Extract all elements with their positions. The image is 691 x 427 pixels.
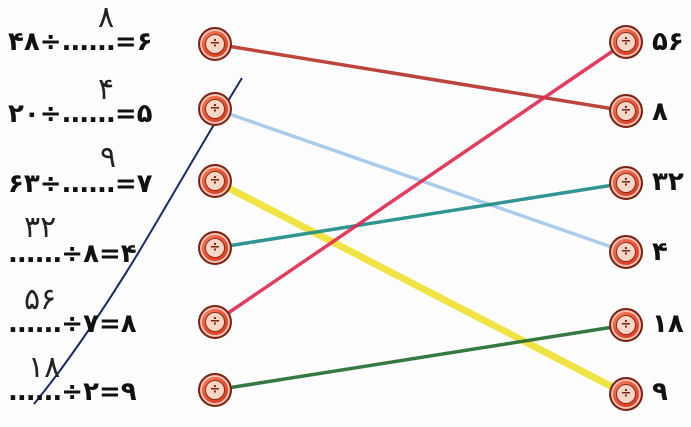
quotient: ۹ bbox=[120, 377, 137, 407]
handwritten-answer: ۱۸ bbox=[28, 350, 61, 385]
connection-line-6 bbox=[213, 323, 628, 392]
divide-icon: ÷ bbox=[205, 99, 225, 119]
quotient: ۸ bbox=[120, 309, 137, 339]
pen-stroke bbox=[33, 77, 243, 405]
divide-sign: ÷ bbox=[39, 27, 62, 57]
equals-sign: = bbox=[114, 169, 137, 199]
right-connector-3[interactable]: ÷ bbox=[609, 166, 643, 200]
divisor: ۷ bbox=[83, 309, 99, 339]
equation-row-1: ۴۸ ÷ ...... = ۶ bbox=[8, 22, 193, 62]
equation-row-5: ...... ÷ ۷ = ۸ bbox=[8, 304, 193, 344]
right-connector-6[interactable]: ÷ bbox=[609, 377, 643, 411]
handwritten-answer: ۵۶ bbox=[24, 282, 57, 317]
divide-icon: ÷ bbox=[616, 173, 636, 193]
equation-row-3: ۶۳ ÷ ...... = ۷ bbox=[8, 164, 193, 204]
dividend: ۶۳ bbox=[8, 169, 40, 199]
divide-sign: ÷ bbox=[61, 377, 84, 407]
answer-option-6: ۹ bbox=[652, 377, 668, 407]
quotient: ۵ bbox=[136, 99, 153, 129]
divisor: ۸ bbox=[83, 239, 99, 269]
answer-option-1: ۵۶ bbox=[652, 27, 684, 57]
quotient: ۶ bbox=[136, 27, 153, 57]
left-connector-5[interactable]: ÷ bbox=[198, 305, 232, 339]
left-connector-1[interactable]: ÷ bbox=[198, 27, 232, 61]
answer-blank[interactable]: ...... bbox=[8, 377, 62, 407]
connection-line-1 bbox=[213, 42, 628, 113]
divide-sign: ÷ bbox=[61, 239, 84, 269]
quotient: ۴ bbox=[120, 239, 137, 269]
right-connector-1[interactable]: ÷ bbox=[609, 25, 643, 59]
divide-sign: ÷ bbox=[39, 99, 62, 129]
right-connector-2[interactable]: ÷ bbox=[609, 94, 643, 128]
divide-icon: ÷ bbox=[616, 384, 636, 404]
left-connector-2[interactable]: ÷ bbox=[198, 92, 232, 126]
connection-line-4 bbox=[213, 181, 628, 250]
dividend: ۲۰ bbox=[8, 99, 40, 129]
divide-icon: ÷ bbox=[616, 32, 636, 52]
answer-option-3: ۳۲ bbox=[652, 167, 684, 197]
divide-icon: ÷ bbox=[205, 312, 225, 332]
right-connector-4[interactable]: ÷ bbox=[609, 235, 643, 269]
equals-sign: = bbox=[98, 377, 121, 407]
connection-line-3 bbox=[211, 177, 630, 398]
answer-blank[interactable]: ...... bbox=[61, 99, 116, 129]
divide-icon: ÷ bbox=[205, 34, 225, 54]
handwritten-answer: ۴ bbox=[98, 72, 115, 107]
right-connector-5[interactable]: ÷ bbox=[609, 308, 643, 342]
divide-sign: ÷ bbox=[61, 309, 84, 339]
answer-blank[interactable]: ...... bbox=[61, 27, 116, 57]
divide-icon: ÷ bbox=[616, 101, 636, 121]
answer-option-5: ۱۸ bbox=[652, 309, 684, 339]
equation-row-2: ۲۰ ÷ ...... = ۵ bbox=[8, 94, 193, 134]
divide-icon: ÷ bbox=[205, 380, 225, 400]
answer-blank[interactable]: ...... bbox=[8, 239, 62, 269]
equation-row-6: ...... ÷ ۲ = ۹ bbox=[8, 372, 193, 412]
answer-blank[interactable]: ...... bbox=[8, 309, 62, 339]
equals-sign: = bbox=[114, 99, 137, 129]
equals-sign: = bbox=[98, 309, 121, 339]
handwritten-answer: ۹ bbox=[100, 140, 117, 175]
handwritten-answer: ۳۲ bbox=[24, 210, 57, 245]
left-connector-3[interactable]: ÷ bbox=[198, 164, 232, 198]
divide-sign: ÷ bbox=[39, 169, 62, 199]
answer-blank[interactable]: ...... bbox=[61, 169, 116, 199]
connection-line-5 bbox=[213, 40, 628, 324]
equation-row-4: ...... ÷ ۸ = ۴ bbox=[8, 234, 193, 274]
divide-icon: ÷ bbox=[205, 171, 225, 191]
divisor: ۲ bbox=[83, 377, 99, 407]
equals-sign: = bbox=[114, 27, 137, 57]
quotient: ۷ bbox=[136, 169, 153, 199]
divide-icon: ÷ bbox=[616, 315, 636, 335]
divide-icon: ÷ bbox=[205, 238, 225, 258]
equals-sign: = bbox=[98, 239, 121, 269]
handwritten-answer: ۸ bbox=[98, 0, 115, 35]
divide-icon: ÷ bbox=[616, 242, 636, 262]
left-connector-4[interactable]: ÷ bbox=[198, 231, 232, 265]
answer-option-4: ۴ bbox=[652, 237, 668, 267]
left-connector-6[interactable]: ÷ bbox=[198, 373, 232, 407]
dividend: ۴۸ bbox=[8, 27, 40, 57]
answer-option-2: ۸ bbox=[652, 97, 668, 127]
